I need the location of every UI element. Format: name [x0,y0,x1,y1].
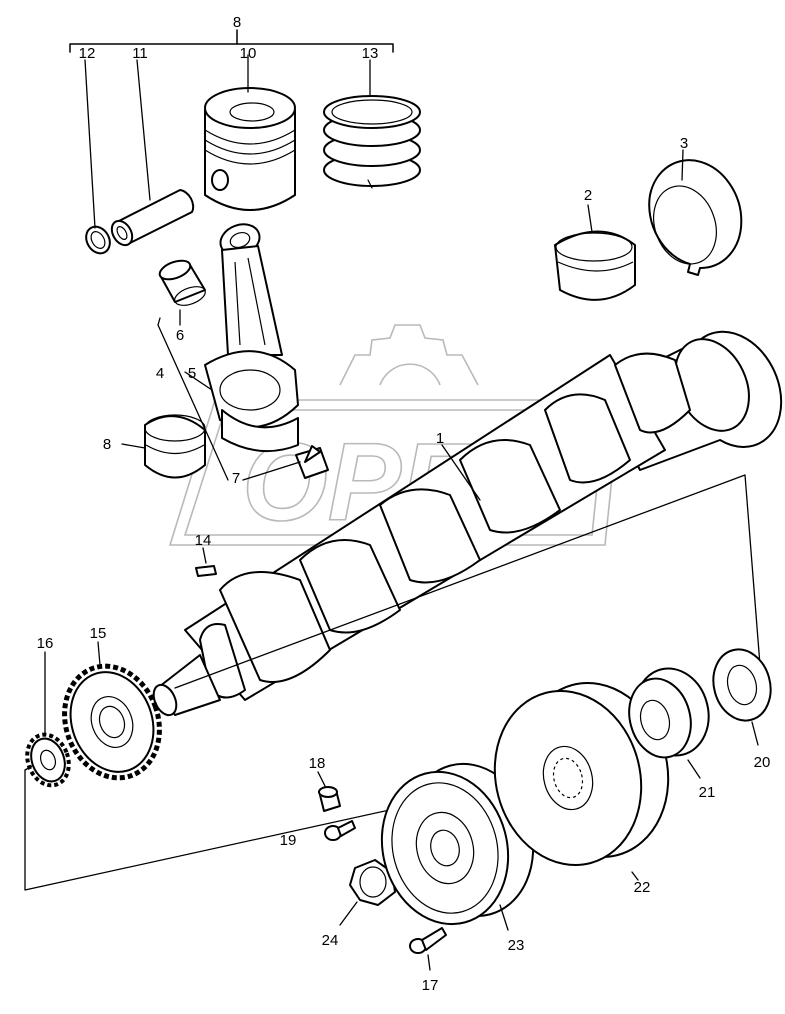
sleeve [317,771,341,812]
callout-22: 22 [634,879,651,896]
connecting-rod [157,223,299,481]
callout-23: 23 [508,937,525,954]
crank-nut [339,859,396,926]
callout-15: 15 [90,625,107,642]
piston-rings [323,59,421,189]
rod-bolt [242,445,329,481]
callout-24: 24 [322,932,339,949]
callout-19: 19 [280,832,297,849]
pulley-bolt [409,927,447,971]
callout-5: 5 [188,365,196,382]
callout-7: 7 [232,470,240,487]
piston-pin [110,59,195,247]
main-bearing-shell [554,204,636,301]
big-end-bearing [121,414,206,479]
small-bolt [324,820,356,841]
thrust-washer [648,149,743,276]
piston [204,54,296,211]
callout-17: 17 [422,977,439,994]
callout-21: 21 [699,784,716,801]
callout-16: 16 [37,635,54,652]
callout-labels: 8 12 11 10 13 3 2 6 4 5 8 7 1 14 15 16 1… [37,14,771,994]
circlip [84,59,111,255]
dowel-pin [195,547,217,577]
callout-4: 4 [156,365,164,382]
crankshaft [152,330,783,717]
callout-18: 18 [309,755,326,772]
callout-2: 2 [584,187,592,204]
crank-gear [62,641,162,781]
callout-1: 1 [436,430,444,447]
callout-14: 14 [195,532,212,549]
callout-11: 11 [132,45,148,62]
callout-20: 20 [754,754,771,771]
callout-12: 12 [79,45,96,62]
callout-8-group: 8 [233,14,241,31]
pulley-hub [628,667,710,779]
oil-seal [712,648,772,746]
small-end-bush [158,259,206,326]
callout-6: 6 [176,327,184,344]
piston-group-bracket [69,29,394,53]
callout-13: 13 [362,45,379,62]
callout-3: 3 [680,135,688,152]
small-gear [25,651,71,788]
callout-8: 8 [103,436,111,453]
callout-10: 10 [240,45,257,62]
